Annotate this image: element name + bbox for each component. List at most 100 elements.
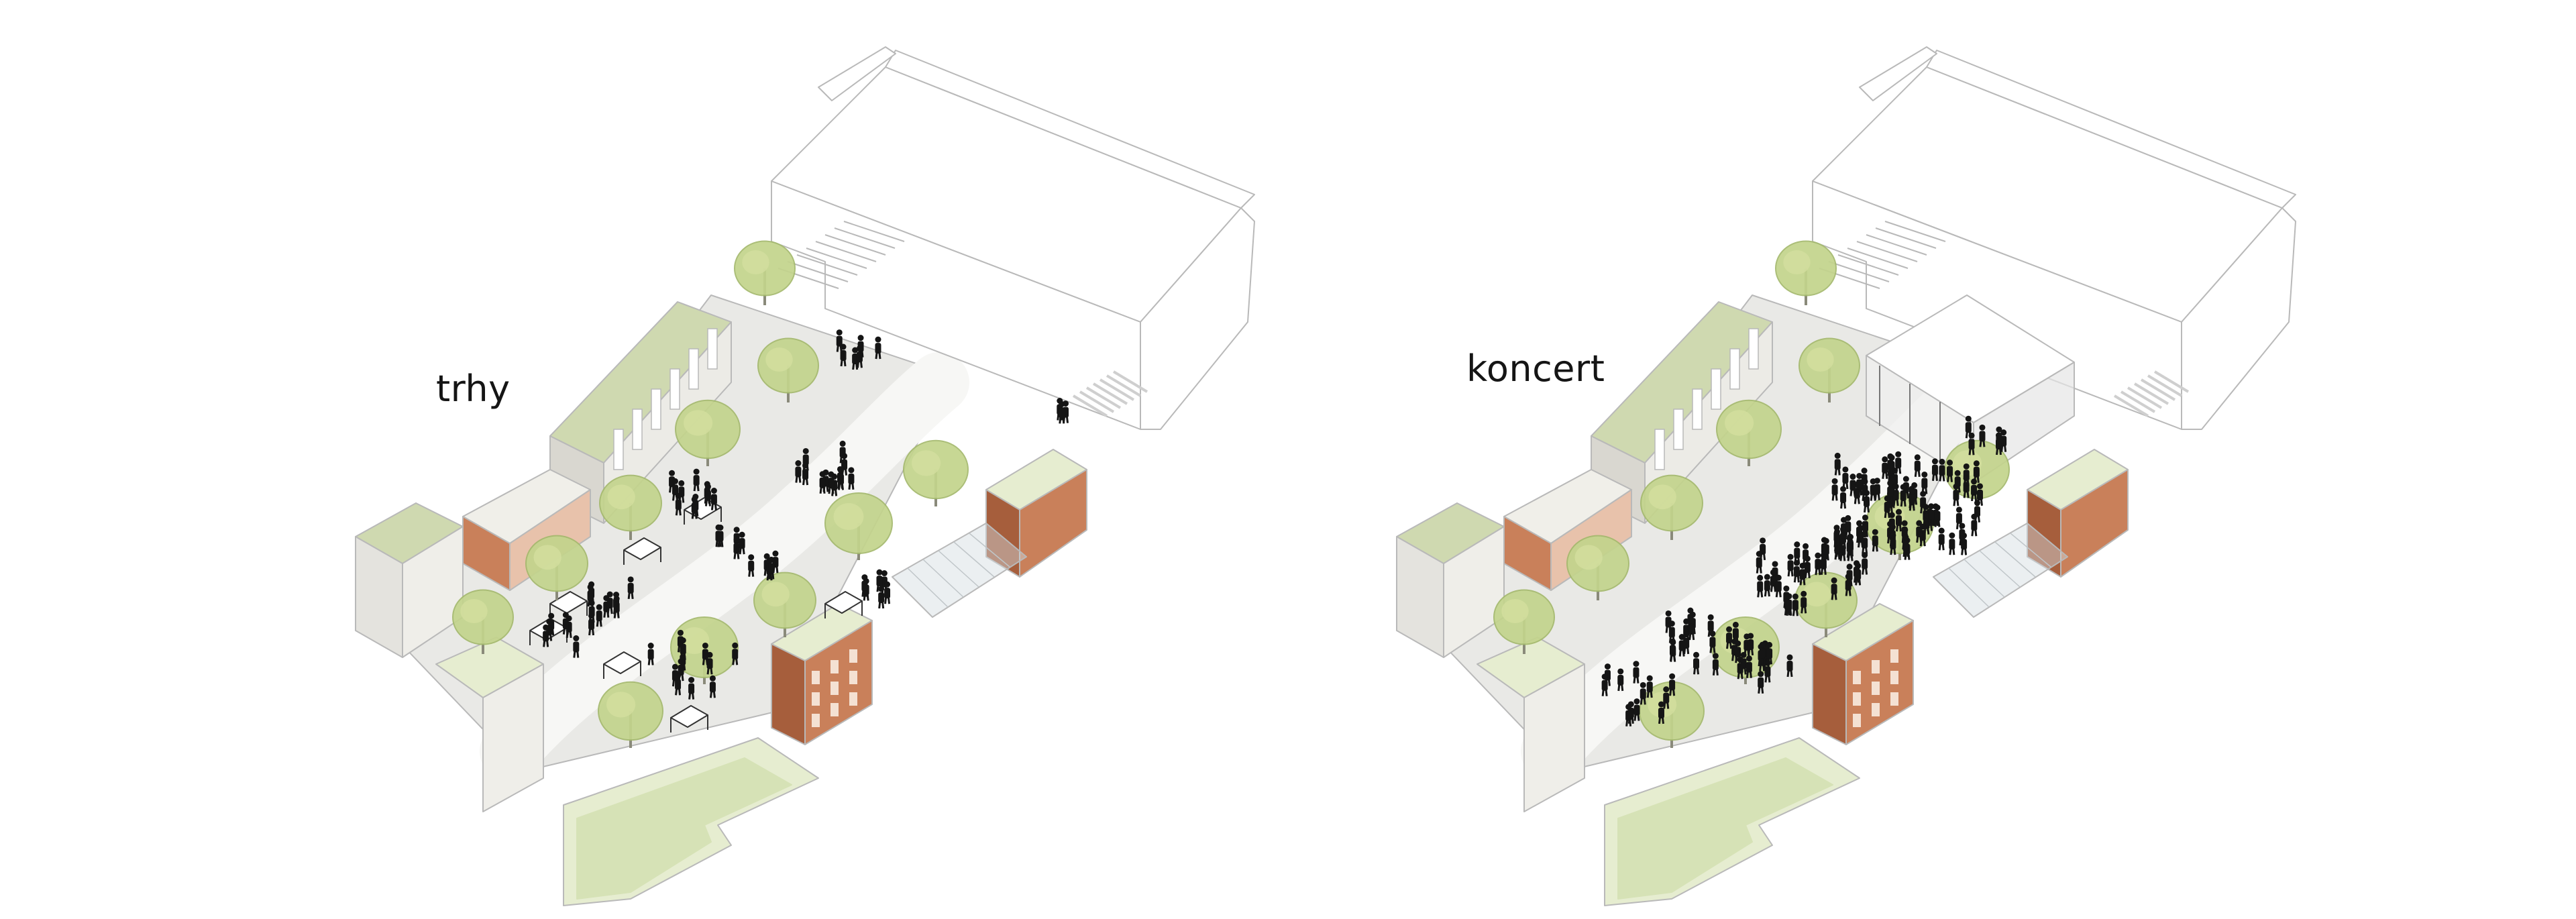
tree [753, 572, 816, 637]
person-figure [1786, 654, 1793, 678]
market-stall [623, 537, 661, 565]
scene-concert: koncert [1041, 0, 2329, 919]
person-figure [802, 462, 809, 486]
person-figure [1748, 633, 1754, 656]
lawn-front-inner [1617, 757, 1833, 900]
person-figure [1786, 593, 1792, 616]
terracotta-wall-left [771, 643, 806, 745]
person-figure [1928, 503, 1935, 526]
person-figure [1709, 630, 1716, 653]
tree [1493, 589, 1555, 654]
tree [525, 535, 588, 600]
person-figure [1842, 466, 1849, 490]
person-figure [1953, 483, 1960, 506]
person-figure [1640, 682, 1646, 705]
person-figure [710, 488, 717, 510]
person-figure [1633, 661, 1640, 684]
person-figure [1726, 626, 1733, 649]
crosswalk [2113, 370, 2190, 417]
person-figure [1849, 474, 1856, 496]
market-stall [603, 651, 641, 679]
stairs [1819, 221, 1946, 289]
person-figure [768, 556, 775, 580]
glass-canopy-top [1933, 523, 2068, 618]
person-figure [1801, 590, 1807, 614]
tree [824, 492, 893, 560]
person-figure [1834, 452, 1841, 476]
hall-side-wall [2181, 207, 2296, 430]
person-figure [732, 642, 739, 665]
person-figure [702, 642, 708, 665]
person-figure [1916, 520, 1923, 543]
facade-windows [613, 328, 718, 470]
person-figure [1803, 543, 1809, 566]
person-figure [1658, 701, 1664, 724]
tree [1716, 399, 1782, 466]
facade-windows [1654, 328, 1759, 470]
person-figure [852, 347, 859, 370]
person-figure [1799, 562, 1806, 586]
tree [598, 681, 663, 748]
person-figure [876, 569, 883, 592]
person-figure [1862, 478, 1868, 502]
person-figure [606, 591, 613, 614]
person-figure [1712, 653, 1719, 676]
person-figure [1895, 451, 1902, 474]
person-figure [1688, 617, 1695, 641]
person-figure [1764, 659, 1771, 683]
hall-annex-roof [818, 46, 896, 101]
person-figure [675, 492, 682, 516]
person-figure [573, 635, 580, 658]
person-figure [795, 460, 802, 483]
person-figure [688, 677, 695, 700]
person-figure [1663, 686, 1670, 709]
scene-label-trhy: trhy [436, 368, 511, 410]
person-figure [1757, 574, 1764, 598]
hall-side-wall [1140, 207, 1255, 430]
person-figure [1890, 532, 1896, 555]
glass-canopy-top [892, 523, 1027, 618]
person-figure [1840, 486, 1847, 509]
person-figure [875, 336, 881, 360]
tree [757, 337, 819, 402]
person-figure [1787, 553, 1794, 577]
person-figure [1892, 483, 1899, 506]
person-figure [1974, 500, 1980, 523]
tree [675, 399, 741, 466]
market-stall [549, 591, 588, 618]
person-figure [1856, 472, 1863, 496]
person-figure [1979, 424, 1986, 447]
market-stall [670, 705, 708, 733]
market-stall [824, 591, 863, 618]
person-figure [1831, 478, 1838, 501]
person-figure [672, 663, 678, 687]
person-figure [1746, 655, 1752, 678]
person-figure [1847, 533, 1854, 557]
person-figure [739, 531, 745, 555]
person-figure [1683, 631, 1690, 655]
tree [599, 474, 662, 540]
person-figure [1895, 508, 1902, 532]
glass-canopy [1933, 523, 2068, 618]
person-figure [680, 648, 686, 671]
person-figure [1063, 400, 1069, 423]
glass-canopy [892, 523, 1027, 618]
person-figure [861, 574, 868, 597]
person-figure [1775, 574, 1782, 598]
person-figure [1870, 478, 1876, 501]
person-figure [596, 604, 602, 627]
person-figure [1938, 527, 1945, 551]
person-figure [693, 468, 700, 492]
person-figure [1770, 569, 1776, 592]
person-figure [1973, 460, 1980, 483]
person-figure [1862, 552, 1868, 575]
footpath [480, 352, 969, 781]
person-figure [1996, 426, 2002, 449]
person-figure [1669, 673, 1676, 696]
person-figure [1909, 488, 1915, 511]
scene-label-koncert: koncert [1466, 347, 1605, 390]
tree [734, 240, 796, 305]
person-figure [1794, 541, 1801, 564]
person-figure [1815, 552, 1821, 576]
person-figure [1831, 577, 1837, 600]
